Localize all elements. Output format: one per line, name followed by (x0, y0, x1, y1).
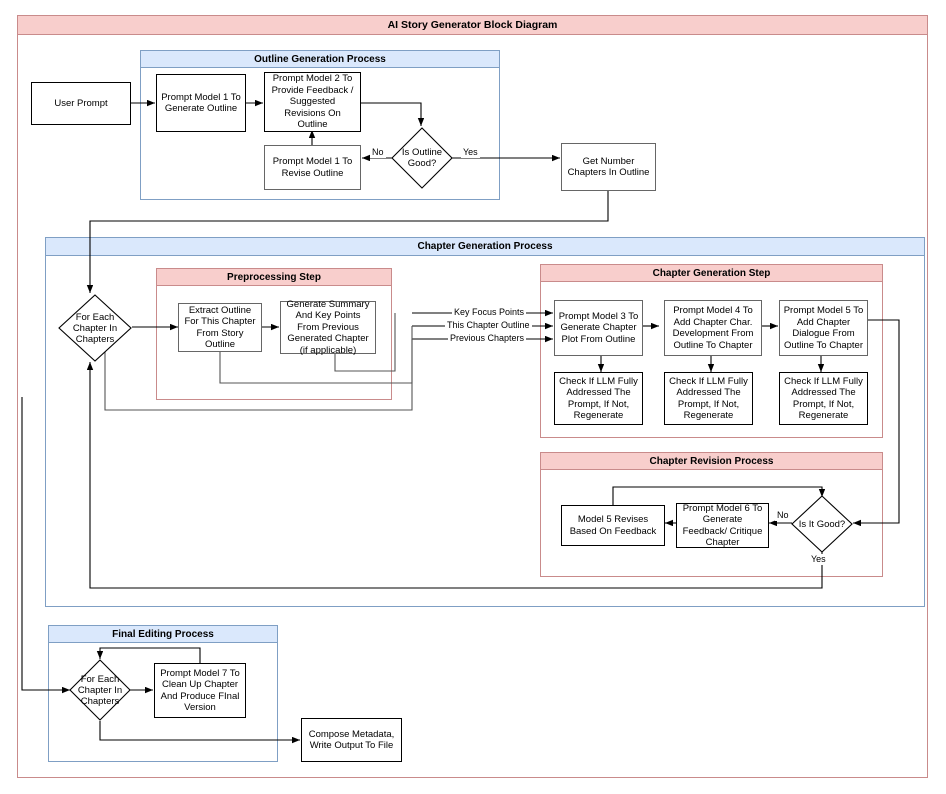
node-extract-outline-label: Extract Outline For This Chapter From St… (184, 304, 256, 351)
is-outline-good-shape (391, 127, 453, 189)
group-chapter-generation-process-title: Chapter Generation Process (46, 238, 924, 256)
node-for-each-chapter-1-label: For Each Chapter In Chapters (72, 311, 118, 345)
node-is-outline-good-label: Is Outline Good? (401, 147, 443, 169)
node-prompt-model-3[interactable]: Prompt Model 3 To Generate Chapter Plot … (554, 300, 643, 356)
group-chapter-revision-process: Chapter Revision Process (540, 452, 883, 577)
node-check-llm-2[interactable]: Check If LLM Fully Addressed The Prompt,… (664, 372, 753, 425)
edge-to-final-foreach2 (21, 397, 70, 694)
group-final-editing-process-title: Final Editing Process (49, 626, 277, 643)
node-extract-outline[interactable]: Extract Outline For This Chapter From St… (178, 303, 262, 352)
group-preprocessing-step: Preprocessing Step (156, 268, 392, 400)
node-prompt-model-3-label: Prompt Model 3 To Generate Chapter Plot … (558, 310, 639, 345)
group-root-frame: AI Story Generator Block Diagram (17, 15, 928, 778)
node-is-it-good[interactable]: Is It Good? (791, 495, 853, 553)
node-model-5-revises[interactable]: Model 5 Revises Based On Feedback (561, 505, 665, 546)
node-prompt-model-5-label: Prompt Model 5 To Add Chapter Dialogue F… (783, 305, 864, 351)
edge-getchapters-to-foreach1 (86, 191, 609, 293)
node-is-it-good-label: Is It Good? (798, 518, 846, 530)
node-is-outline-good[interactable]: Is Outline Good? (391, 127, 453, 189)
node-prompt-model-7-label: Prompt Model 7 To Clean Up Chapter And P… (160, 667, 240, 714)
group-final-editing-process: Final Editing Process (48, 625, 278, 762)
node-user-prompt[interactable]: User Prompt (31, 82, 131, 125)
edge-label-revision-no: No (775, 510, 791, 521)
is-it-good-shape (791, 495, 853, 553)
node-get-number-chapters[interactable]: Get Number Chapters In Outline (561, 143, 656, 191)
edge-label-outline-no: No (370, 147, 386, 158)
node-generate-summary[interactable]: Generate Summary And Key Points From Pre… (280, 298, 376, 356)
node-prompt-model-2-feedback[interactable]: Prompt Model 2 To Provide Feedback / Sug… (264, 72, 361, 132)
edge-label-this-chapter-outline: This Chapter Outline (445, 320, 532, 331)
group-chapter-generation-step-title: Chapter Generation Step (541, 265, 882, 282)
edge-model7-loop (96, 647, 201, 663)
node-user-prompt-label: User Prompt (54, 97, 108, 109)
edge-label-revision-yes: Yes (809, 554, 828, 565)
node-check-llm-3-label: Check If LLM Fully Addressed The Prompt,… (784, 375, 863, 422)
node-check-llm-1-label: Check If LLM Fully Addressed The Prompt,… (559, 375, 638, 422)
group-outline-generation-process: Outline Generation Process (140, 50, 500, 200)
node-for-each-chapter-2[interactable]: For Each Chapter In Chapters (69, 659, 131, 721)
node-prompt-model-1-revise-label: Prompt Model 1 To Revise Outline (272, 156, 353, 179)
node-prompt-model-4[interactable]: Prompt Model 4 To Add Chapter Char. Deve… (664, 300, 762, 356)
node-prompt-model-1-generate-label: Prompt Model 1 To Generate Outline (161, 91, 241, 115)
group-preprocessing-step-title: Preprocessing Step (157, 269, 391, 286)
node-prompt-model-6[interactable]: Prompt Model 6 To Generate Feedback/ Cri… (676, 503, 769, 548)
for-each-chapter-1-shape (58, 294, 132, 362)
node-model-5-revises-label: Model 5 Revises Based On Feedback (569, 514, 657, 537)
diagram-title: AI Story Generator Block Diagram (18, 16, 927, 35)
node-prompt-model-4-label: Prompt Model 4 To Add Chapter Char. Deve… (672, 305, 754, 351)
node-prompt-model-6-label: Prompt Model 6 To Generate Feedback/ Cri… (682, 502, 763, 549)
node-for-each-chapter-1[interactable]: For Each Chapter In Chapters (58, 294, 132, 362)
edge-model5-to-isitgood (853, 319, 900, 527)
edge-foreach2-to-compose (99, 721, 300, 744)
node-check-llm-1[interactable]: Check If LLM Fully Addressed The Prompt,… (554, 372, 643, 425)
edge-summary-feed-keypoints (334, 313, 396, 372)
edge-label-key-focus-points: Key Focus Points (452, 307, 527, 318)
edge-isitgood-yes-to-foreach1 (86, 362, 823, 589)
edge-label-previous-chapters: Previous Chapters (448, 333, 527, 344)
node-for-each-chapter-2-label: For Each Chapter In Chapters (77, 673, 123, 707)
group-outline-generation-process-title: Outline Generation Process (141, 51, 499, 68)
node-prompt-model-5[interactable]: Prompt Model 5 To Add Chapter Dialogue F… (779, 300, 868, 356)
node-prompt-model-1-revise[interactable]: Prompt Model 1 To Revise Outline (264, 145, 361, 190)
node-check-llm-2-label: Check If LLM Fully Addressed The Prompt,… (669, 375, 748, 422)
node-compose-metadata-label: Compose Metadata, Write Output To File (308, 728, 395, 752)
node-check-llm-3[interactable]: Check If LLM Fully Addressed The Prompt,… (779, 372, 868, 425)
node-get-number-chapters-label: Get Number Chapters In Outline (567, 155, 650, 179)
edge-model5revises-loop (612, 486, 826, 505)
node-compose-metadata[interactable]: Compose Metadata, Write Output To File (301, 718, 402, 762)
node-generate-summary-label: Generate Summary And Key Points From Pre… (286, 298, 370, 356)
for-each-chapter-2-shape (69, 659, 131, 721)
edge-label-outline-yes: Yes (461, 147, 480, 158)
node-prompt-model-7[interactable]: Prompt Model 7 To Clean Up Chapter And P… (154, 663, 246, 718)
node-prompt-model-1-generate[interactable]: Prompt Model 1 To Generate Outline (156, 74, 246, 132)
group-chapter-revision-process-title: Chapter Revision Process (541, 453, 882, 470)
group-chapter-generation-process: Chapter Generation Process (45, 237, 925, 607)
group-chapter-generation-step: Chapter Generation Step (540, 264, 883, 438)
node-prompt-model-2-feedback-label: Prompt Model 2 To Provide Feedback / Sug… (271, 73, 354, 131)
edge-model2-to-decision (361, 102, 425, 126)
